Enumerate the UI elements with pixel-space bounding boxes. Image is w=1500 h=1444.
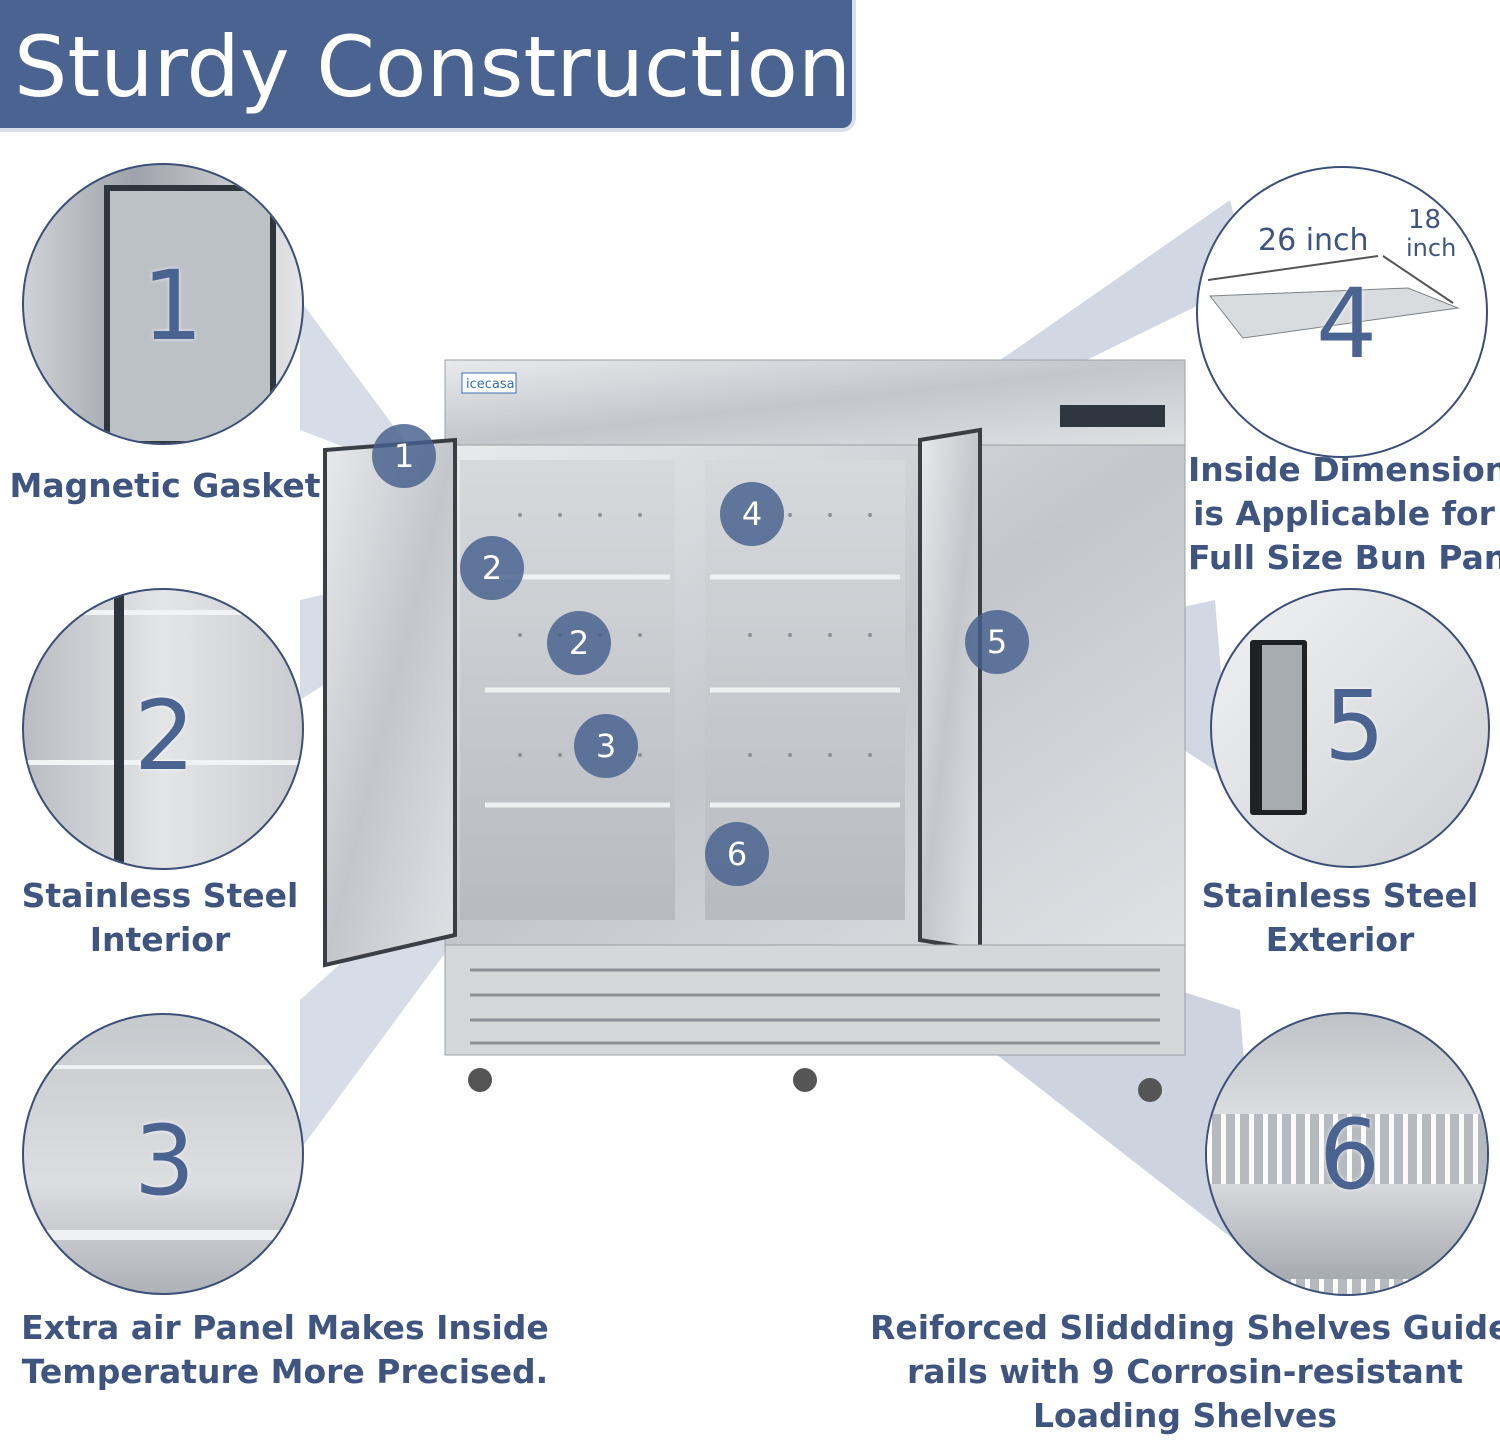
- caption-line: Loading Shelves: [1033, 1396, 1337, 1435]
- badge-2a[interactable]: 2: [460, 536, 524, 600]
- handle-image: [1250, 640, 1307, 815]
- detail-circle-6: 6: [1205, 1012, 1489, 1296]
- shelf-line: [24, 1230, 302, 1240]
- pan-depth-unit: inch: [1406, 234, 1457, 262]
- caption-stainless-interior: Stainless Steel Interior: [0, 874, 320, 962]
- pan-width-label: 26 inch: [1258, 223, 1369, 258]
- caption-stainless-exterior: Stainless Steel Exterior: [1190, 874, 1490, 962]
- refrigerator-illustration: icecasa: [323, 359, 1186, 1102]
- wire-shelf-image: [1207, 1279, 1487, 1294]
- caption-line: Stainless Steel: [21, 876, 299, 915]
- caption-line: Inside Dimension: [1188, 450, 1500, 489]
- caption-air-panel: Extra air Panel Makes Inside Temperature…: [0, 1306, 570, 1394]
- badge-1[interactable]: 1: [372, 424, 436, 488]
- door-gasket-image: [104, 185, 276, 443]
- detail-circle-1: 1: [22, 163, 304, 445]
- detail-number-3: 3: [134, 1105, 196, 1217]
- caption-line: is Applicable for: [1193, 494, 1495, 533]
- caption-shelves-guide: Reiforced Sliddding Shelves Guide rails …: [870, 1306, 1500, 1438]
- caption-line: Stainless Steel: [1201, 876, 1479, 915]
- wire-shelf-image: [1207, 1114, 1487, 1184]
- caption-line: Extra air Panel Makes Inside: [21, 1308, 549, 1347]
- detail-number-2: 2: [134, 680, 196, 792]
- page-title: Sturdy Construction:: [14, 18, 880, 116]
- detail-number-6: 6: [1319, 1099, 1381, 1211]
- title-banner: Sturdy Construction:: [0, 0, 879, 128]
- bun-pan-image: [1207, 255, 1460, 339]
- shelf-line: [24, 760, 302, 765]
- pan-depth-num: 18: [1408, 205, 1442, 235]
- detail-number-5: 5: [1324, 670, 1386, 782]
- caption-line: Reiforced Sliddding Shelves Guide: [870, 1308, 1500, 1347]
- caption-line: Temperature More Precised.: [21, 1352, 549, 1391]
- caption-magnetic-gasket: Magnetic Gasket: [0, 464, 330, 508]
- badge-4[interactable]: 4: [720, 482, 784, 546]
- caption-line: Interior: [89, 920, 231, 959]
- badge-3[interactable]: 3: [574, 714, 638, 778]
- shelf-line: [24, 610, 302, 615]
- detail-circle-2: 2: [22, 588, 304, 870]
- badge-2b[interactable]: 2: [547, 611, 611, 675]
- caption-line: Magnetic Gasket: [9, 466, 321, 505]
- shelf-line: [24, 1065, 302, 1069]
- detail-number-1: 1: [142, 250, 204, 362]
- brand-logo: icecasa: [466, 377, 515, 392]
- caption-line: Full Size Bun Pan.: [1188, 538, 1500, 577]
- rail-image: [114, 590, 124, 868]
- caption-line: rails with 9 Corrosin-resistant: [906, 1352, 1464, 1391]
- caption-inside-dimension: Inside Dimension is Applicable for Full …: [1188, 448, 1500, 580]
- badge-6[interactable]: 6: [705, 822, 769, 886]
- detail-number-4: 4: [1316, 268, 1378, 380]
- detail-circle-5: 5: [1210, 588, 1490, 868]
- badge-5[interactable]: 5: [965, 610, 1029, 674]
- detail-circle-3: 3: [22, 1013, 304, 1295]
- detail-circle-4: 26 inch 18 inch 4: [1196, 166, 1488, 458]
- caption-line: Exterior: [1265, 920, 1415, 959]
